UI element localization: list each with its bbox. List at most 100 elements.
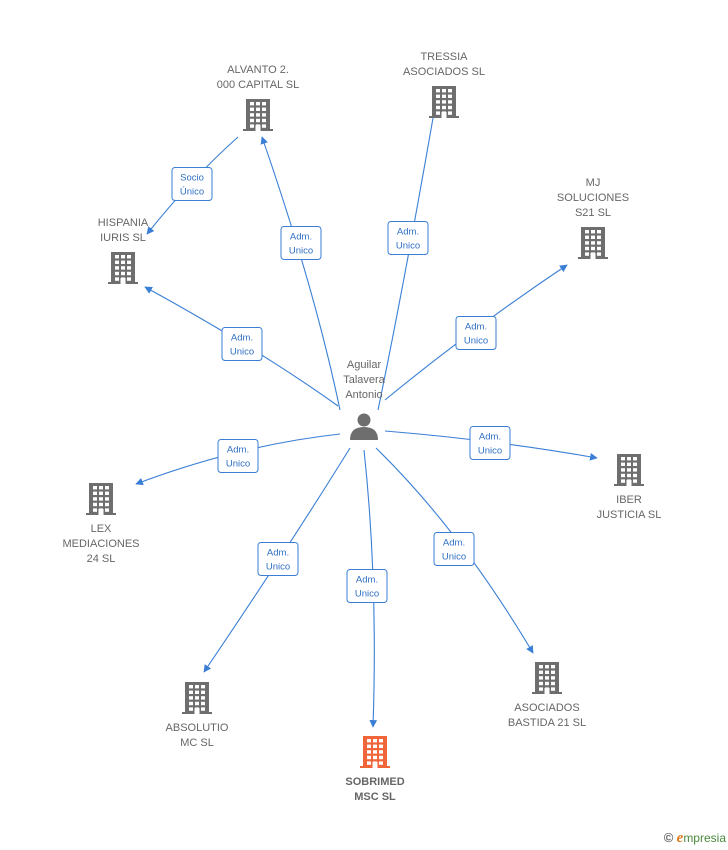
building-window	[551, 670, 555, 674]
company-label-line: ABSOLUTIO	[166, 722, 229, 734]
building-icon[interactable]	[429, 86, 459, 118]
brand-initial: e	[676, 830, 684, 846]
building-window	[250, 113, 254, 117]
edge-label-box[interactable]	[433, 532, 475, 566]
building-window	[539, 665, 543, 669]
building-window	[551, 665, 555, 669]
building-window	[93, 491, 97, 495]
building-window	[597, 235, 601, 239]
building-window	[99, 497, 103, 501]
company-node-absolutio[interactable]: ABSOLUTIO MC SL	[166, 682, 229, 749]
building-window	[545, 665, 549, 669]
building-window	[373, 750, 377, 754]
building-window	[442, 94, 446, 98]
edge-label-box[interactable]	[280, 226, 322, 260]
edge-label: Adm.Unico	[289, 232, 313, 257]
building-door	[441, 112, 447, 118]
edge-label-box[interactable]	[455, 316, 497, 350]
edge-label-box[interactable]	[171, 167, 213, 201]
building-window	[551, 676, 555, 680]
edge-asociados[interactable]: Adm.Unico	[375, 447, 534, 654]
building-window	[633, 473, 637, 478]
building-window	[201, 707, 205, 711]
edge-label-box[interactable]	[387, 221, 429, 255]
building-window	[250, 102, 254, 106]
building-window	[127, 255, 131, 259]
building-window	[105, 508, 109, 512]
person-head	[357, 413, 371, 427]
building-icon[interactable]	[614, 454, 644, 486]
edge-label-line: Unico	[442, 552, 466, 563]
edge-label-box[interactable]	[221, 327, 263, 361]
company-label-line: S21 SL	[575, 207, 611, 219]
building-window	[115, 277, 119, 281]
edge-label-line: Adm.	[227, 445, 249, 456]
building-window	[105, 491, 109, 495]
company-label-line: MC SL	[180, 737, 214, 749]
edge-label-line: Adm.	[356, 575, 378, 586]
building-window	[115, 271, 119, 276]
company-label: ABSOLUTIO MC SL	[166, 722, 229, 749]
building-window	[591, 241, 595, 245]
building-window	[436, 100, 440, 104]
edge-label-box[interactable]	[346, 569, 388, 603]
edge-label-box[interactable]	[469, 426, 511, 460]
building-window	[373, 744, 377, 748]
building-window	[436, 94, 440, 98]
building-window	[195, 701, 199, 706]
building-window	[256, 113, 260, 117]
edge-tressia[interactable]: Adm.Unico	[377, 94, 440, 411]
company-node-alvanto[interactable]: ALVANTO 2.000 CAPITAL SL	[217, 64, 300, 131]
edge-label-line: Adm.	[479, 432, 501, 443]
building-icon[interactable]	[243, 99, 273, 131]
building-window	[121, 260, 125, 264]
company-label-line: ASOCIADOS SL	[403, 66, 485, 78]
edge-label: Adm.Unico	[442, 538, 466, 563]
building-window	[115, 266, 119, 270]
edge-mj[interactable]: Adm.Unico	[384, 264, 568, 401]
edge-absolutio[interactable]: Adm.Unico	[203, 447, 351, 673]
edge-hispania[interactable]: Adm.Unico	[144, 286, 339, 407]
edge-line	[377, 94, 440, 411]
building-window	[99, 486, 103, 490]
company-label-line: MJ	[586, 177, 601, 189]
person-body	[350, 427, 378, 440]
building-window	[93, 497, 97, 501]
building-window	[597, 241, 601, 245]
building-icon[interactable]	[578, 227, 608, 259]
company-label-line: MSC SL	[354, 791, 396, 803]
edge-iber[interactable]: Adm.Unico	[384, 426, 598, 461]
building-icon[interactable]	[86, 483, 116, 515]
person-icon[interactable]	[350, 413, 378, 441]
empresia-logo[interactable]: © empresia	[664, 830, 726, 847]
edge-sobrimed[interactable]: Adm.Unico	[346, 449, 388, 728]
edge-label: Adm.Unico	[355, 575, 379, 600]
edge-label-box[interactable]	[217, 439, 259, 473]
building-icon[interactable]	[532, 662, 562, 694]
highlighted-building-icon[interactable]	[360, 736, 390, 768]
edge-lex[interactable]: Adm.Unico	[135, 433, 341, 486]
company-label: ALVANTO 2.000 CAPITAL SL	[217, 64, 300, 91]
building-window	[201, 696, 205, 700]
building-window	[585, 246, 589, 251]
edge-label-box[interactable]	[257, 542, 299, 576]
building-window	[539, 676, 543, 680]
building-door	[255, 125, 261, 131]
building-window	[189, 690, 193, 694]
edge-alvanto[interactable]: Adm.Unico	[260, 136, 341, 411]
building-icon[interactable]	[182, 682, 212, 714]
company-label-line: MEDIACIONES	[62, 538, 139, 550]
building-icon[interactable]	[108, 252, 138, 284]
edge-line	[260, 136, 341, 411]
building-window	[633, 457, 637, 461]
